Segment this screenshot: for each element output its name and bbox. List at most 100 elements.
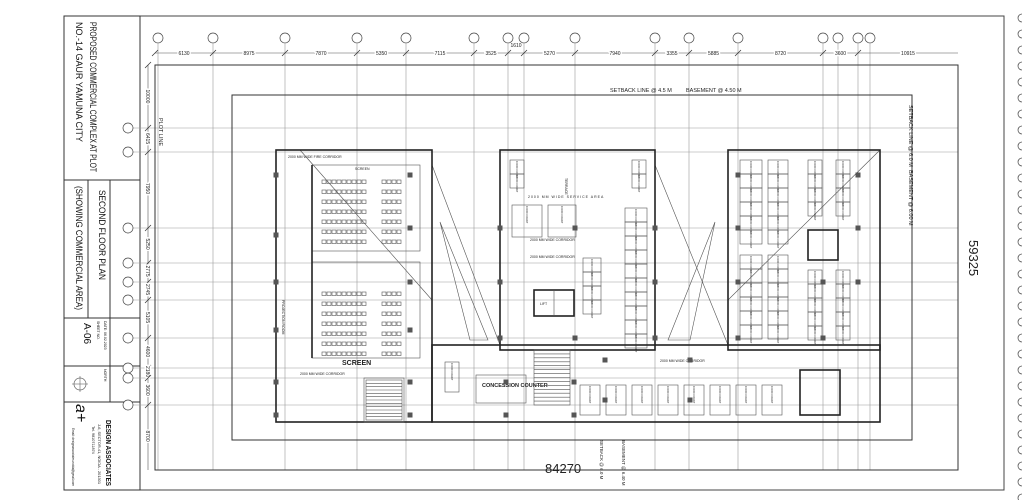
column: [652, 279, 658, 285]
dimension-label: 2775: [144, 266, 150, 277]
seat: [336, 331, 342, 336]
shop-unit-label: FOOD COURT: [841, 313, 845, 331]
seat: [386, 291, 392, 296]
seat: [321, 189, 327, 194]
seat: [351, 321, 357, 326]
seat: [341, 301, 347, 306]
shop-unit-label: FOOD COURT: [560, 206, 564, 224]
shop-unit: [739, 324, 763, 340]
seat: [381, 179, 387, 184]
sheet-title: SECOND FLOOR PLAN: [97, 190, 107, 280]
overall-width-dimension: 84270: [545, 461, 581, 476]
grid-bubble: [122, 372, 134, 384]
binder-hole-icon: [1017, 477, 1023, 487]
north-arrow-icon: [72, 376, 88, 392]
dimension-label: 7870: [315, 51, 326, 57]
dimension-label: 2745: [144, 284, 150, 295]
shop-unit-label: FOOD COURT: [749, 175, 753, 193]
seat: [381, 301, 387, 306]
center-block: [499, 149, 656, 351]
grid-bubble: [400, 32, 412, 44]
grid-bubble: [122, 294, 134, 306]
binder-hole-icon: [1017, 365, 1023, 375]
dimension-label: 3525: [485, 51, 496, 57]
seat: [391, 291, 397, 296]
seat: [356, 311, 362, 316]
shop-unit-label: FOOD COURT: [749, 284, 753, 302]
seat: [386, 311, 392, 316]
column: [687, 357, 693, 363]
dimension-label: 5250: [144, 239, 150, 250]
seat: [386, 321, 392, 326]
seat: [381, 189, 387, 194]
seat: [396, 301, 402, 306]
grid-bubble: [468, 32, 480, 44]
seat: [351, 311, 357, 316]
seat: [356, 209, 362, 214]
seat: [356, 321, 362, 326]
seat: [381, 321, 387, 326]
binder-hole-icon: [1017, 109, 1023, 119]
shop-unit-label: FOOD COURT: [841, 203, 845, 221]
grid-bubble: [852, 32, 864, 44]
seat: [356, 291, 362, 296]
shop-unit-label: FOOD COURT: [634, 307, 638, 325]
shop-unit-label: FOOD COURT: [776, 203, 780, 221]
shop-unit-label: FOOD COURT: [776, 312, 780, 330]
column: [503, 412, 509, 418]
grid-bubble: [122, 146, 134, 158]
seat: [321, 321, 327, 326]
shop-unit: [631, 384, 653, 416]
binder-hole-icon: [1017, 333, 1023, 343]
shop-unit: [835, 201, 851, 217]
cinema-block: [275, 149, 433, 423]
binder-hole-icon: [1017, 461, 1023, 471]
column: [273, 172, 279, 178]
seat: [326, 331, 332, 336]
column: [407, 379, 413, 385]
seat: [346, 199, 352, 204]
shop-unit-label: FOOD COURT: [749, 189, 753, 207]
corridor-label-center: 2000 MM WIDE CORRIDOR: [530, 238, 575, 242]
shop-unit-label: FOOD COURT: [637, 175, 641, 193]
binder-hole-icon: [1017, 77, 1023, 87]
corridor-label-right: 2000 MM WIDE CORRIDOR: [660, 359, 705, 363]
shop-unit: [767, 324, 789, 340]
seat: [356, 301, 362, 306]
shop-unit-label: FOOD COURT: [841, 189, 845, 207]
seat: [336, 351, 342, 356]
shop-unit-label: FOOD COURT: [813, 285, 817, 303]
seat: [336, 341, 342, 346]
seat: [326, 311, 332, 316]
seat: [321, 341, 327, 346]
dimension-label: 8975: [243, 51, 254, 57]
seat: [391, 301, 397, 306]
seat: [351, 239, 357, 244]
dimension-label: 5270: [544, 51, 555, 57]
date-label: DATE: 06.02.2023: [103, 321, 107, 350]
shop-unit: [511, 204, 543, 238]
seat: [336, 301, 342, 306]
dimension-label: 2180: [144, 366, 150, 377]
dimension-tick: [144, 364, 152, 372]
firm-name: DESIGN ASSOCIATES: [104, 420, 111, 486]
seat: [391, 209, 397, 214]
seat: [396, 229, 402, 234]
north-label: NORTH: [103, 369, 107, 382]
binder-hole-icon: [1017, 381, 1023, 391]
dimension-label: 6130: [178, 51, 189, 57]
shop-unit: [739, 229, 763, 245]
seat: [386, 239, 392, 244]
seat: [386, 179, 392, 184]
seat: [356, 239, 362, 244]
seat: [331, 311, 337, 316]
shop-unit-label: FOOD COURT: [637, 161, 641, 179]
shop-unit-label: FOOD COURT: [634, 335, 638, 353]
seat: [321, 311, 327, 316]
seat: [331, 229, 337, 234]
grid-bubble: [502, 32, 514, 44]
grid-bubble: [122, 276, 134, 288]
setback-line: [231, 94, 913, 441]
grid-bubble: [122, 332, 134, 344]
dimension-label: 8700: [144, 431, 150, 442]
